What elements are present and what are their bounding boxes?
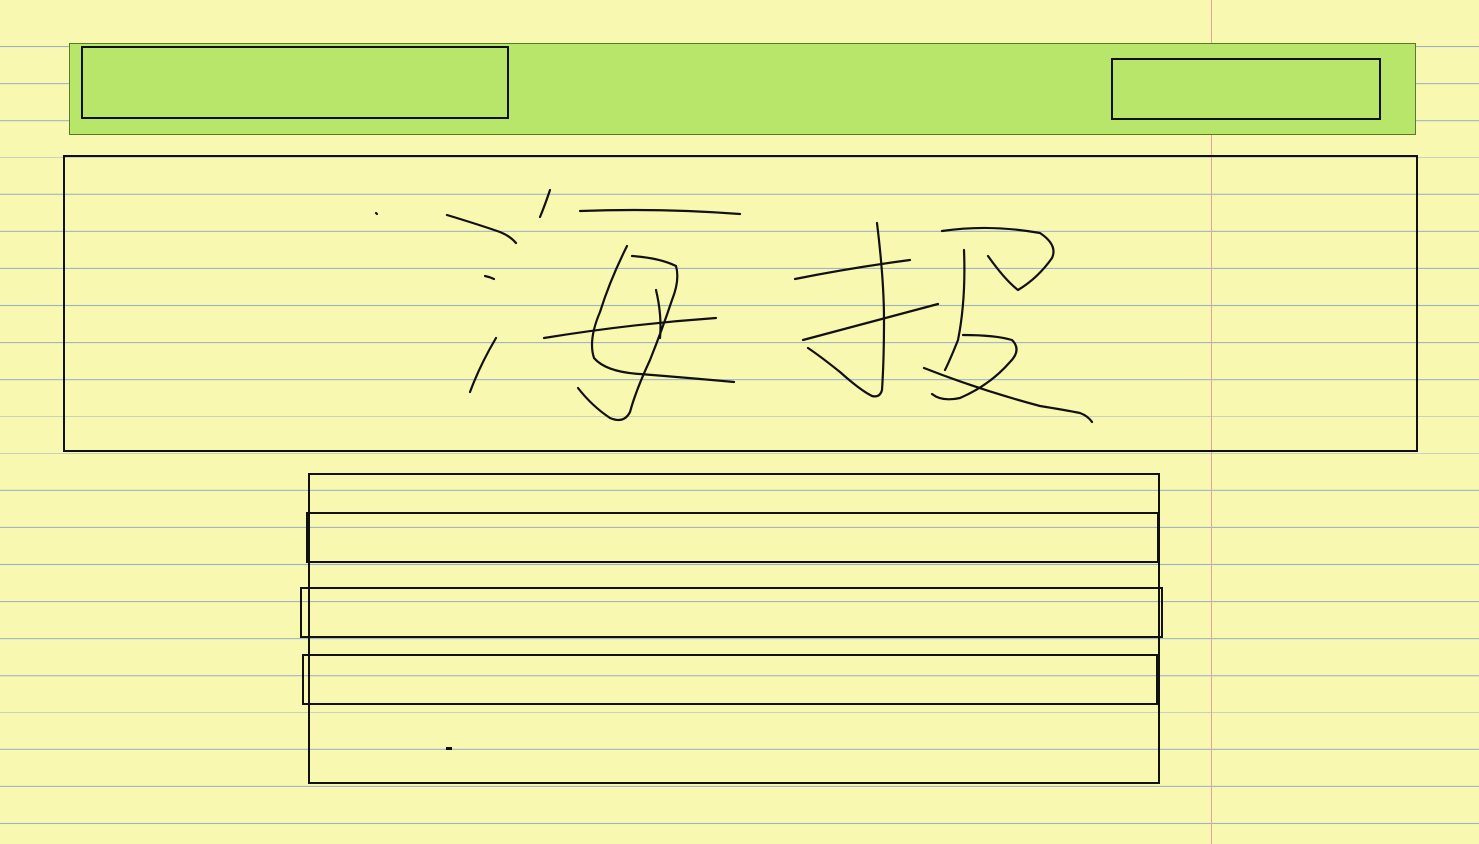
list-row-2[interactable] (300, 587, 1163, 638)
stray-mark (446, 747, 452, 750)
list-row-3[interactable] (302, 654, 1158, 705)
hero-banner: 海报 (63, 155, 1418, 452)
content-list-frame (308, 473, 1160, 784)
margin-line (1211, 0, 1212, 844)
list-row-1[interactable] (306, 512, 1159, 563)
header-left-placeholder[interactable] (81, 46, 509, 119)
header-right-placeholder[interactable] (1111, 58, 1381, 120)
